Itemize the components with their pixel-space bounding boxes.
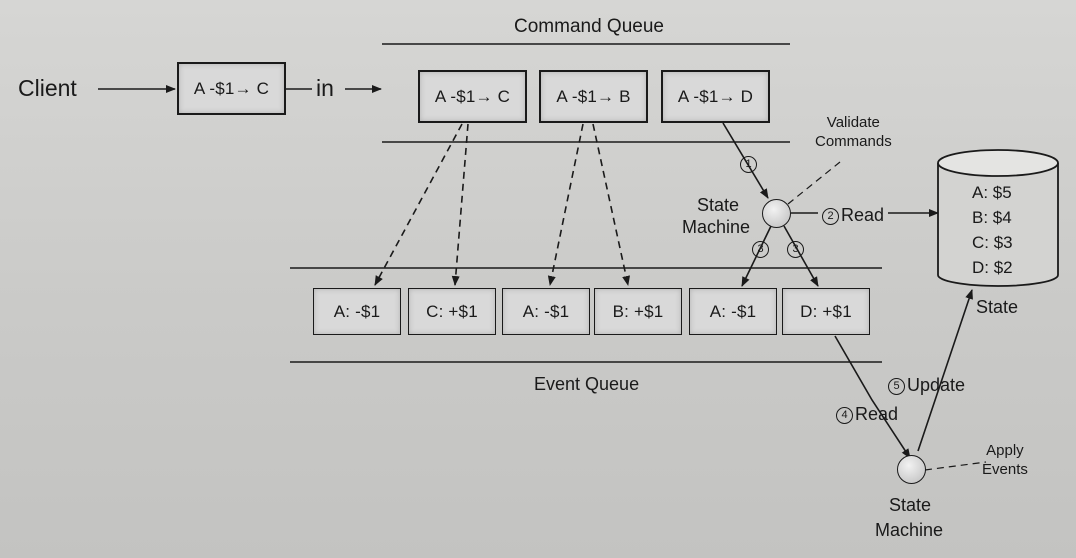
state-machine-bottom-line1: State <box>889 495 932 515</box>
step5-arrow <box>917 289 973 452</box>
validate-line2: Commands <box>815 132 892 150</box>
apply-line1: Apply <box>986 442 1024 459</box>
step5-badge: 5 <box>888 377 905 395</box>
command-queue-title: Command Queue <box>514 16 664 37</box>
step4-arrow <box>834 335 911 459</box>
event-box-6: D: +$1 <box>782 288 870 335</box>
event-box-1: A: -$1 <box>313 288 401 335</box>
event-box-3: A: -$1 <box>502 288 590 335</box>
state-db-label: State <box>976 297 1019 317</box>
state-machine-bottom-node <box>897 455 926 484</box>
command-box-2: A -$1→ B <box>539 70 648 123</box>
incoming-command-box: A -$1→ C <box>177 62 286 115</box>
step2-text: Read <box>841 205 885 225</box>
event-box-4: B: +$1 <box>594 288 682 335</box>
command-box-3: A -$1→ D <box>661 70 770 123</box>
state-row-c: C: $3 <box>972 233 1013 252</box>
step3a-badge: 3 <box>752 241 769 258</box>
state-row-d: D: $2 <box>972 258 1013 277</box>
state-db-cylinder <box>937 149 1059 287</box>
state-row-b: B: $4 <box>972 208 1012 227</box>
apply-leader <box>924 461 987 471</box>
event-queue-title: Event Queue <box>534 374 640 394</box>
state-db-values: A: $5 B: $4 C: $3 D: $2 <box>972 180 1013 280</box>
step4-badge: 4 <box>836 406 853 424</box>
state-machine-top-line1: State <box>697 195 740 215</box>
validate-commands-label: Validate Commands <box>815 114 892 152</box>
step2-badge: 2 <box>822 207 839 225</box>
step4-text: Read <box>855 404 899 424</box>
state-machine-bottom-line2: Machine <box>875 520 944 540</box>
step5-text: Update <box>907 375 966 395</box>
apply-line2: Events <box>982 460 1028 478</box>
step3b-arrow <box>783 225 819 287</box>
client-label: Client <box>18 75 77 101</box>
dash-link-2 <box>451 123 469 286</box>
in-label: in <box>316 75 334 101</box>
state-machine-top-line2: Machine <box>682 217 751 237</box>
apply-events-label: Apply Events <box>982 442 1028 480</box>
step1-badge: 1 <box>740 156 757 173</box>
validate-leader <box>787 161 841 205</box>
validate-line1: Validate <box>826 114 880 131</box>
dash-link-3 <box>547 123 584 286</box>
event-box-2: C: +$1 <box>408 288 496 335</box>
dash-link-1 <box>374 123 463 286</box>
event-box-5: A: -$1 <box>689 288 777 335</box>
command-box-1: A -$1→ C <box>418 70 527 123</box>
dash-link-4 <box>592 123 630 286</box>
state-row-a: A: $5 <box>972 183 1012 202</box>
step3b-badge: 3 <box>787 241 804 258</box>
state-machine-top-node <box>762 199 791 228</box>
